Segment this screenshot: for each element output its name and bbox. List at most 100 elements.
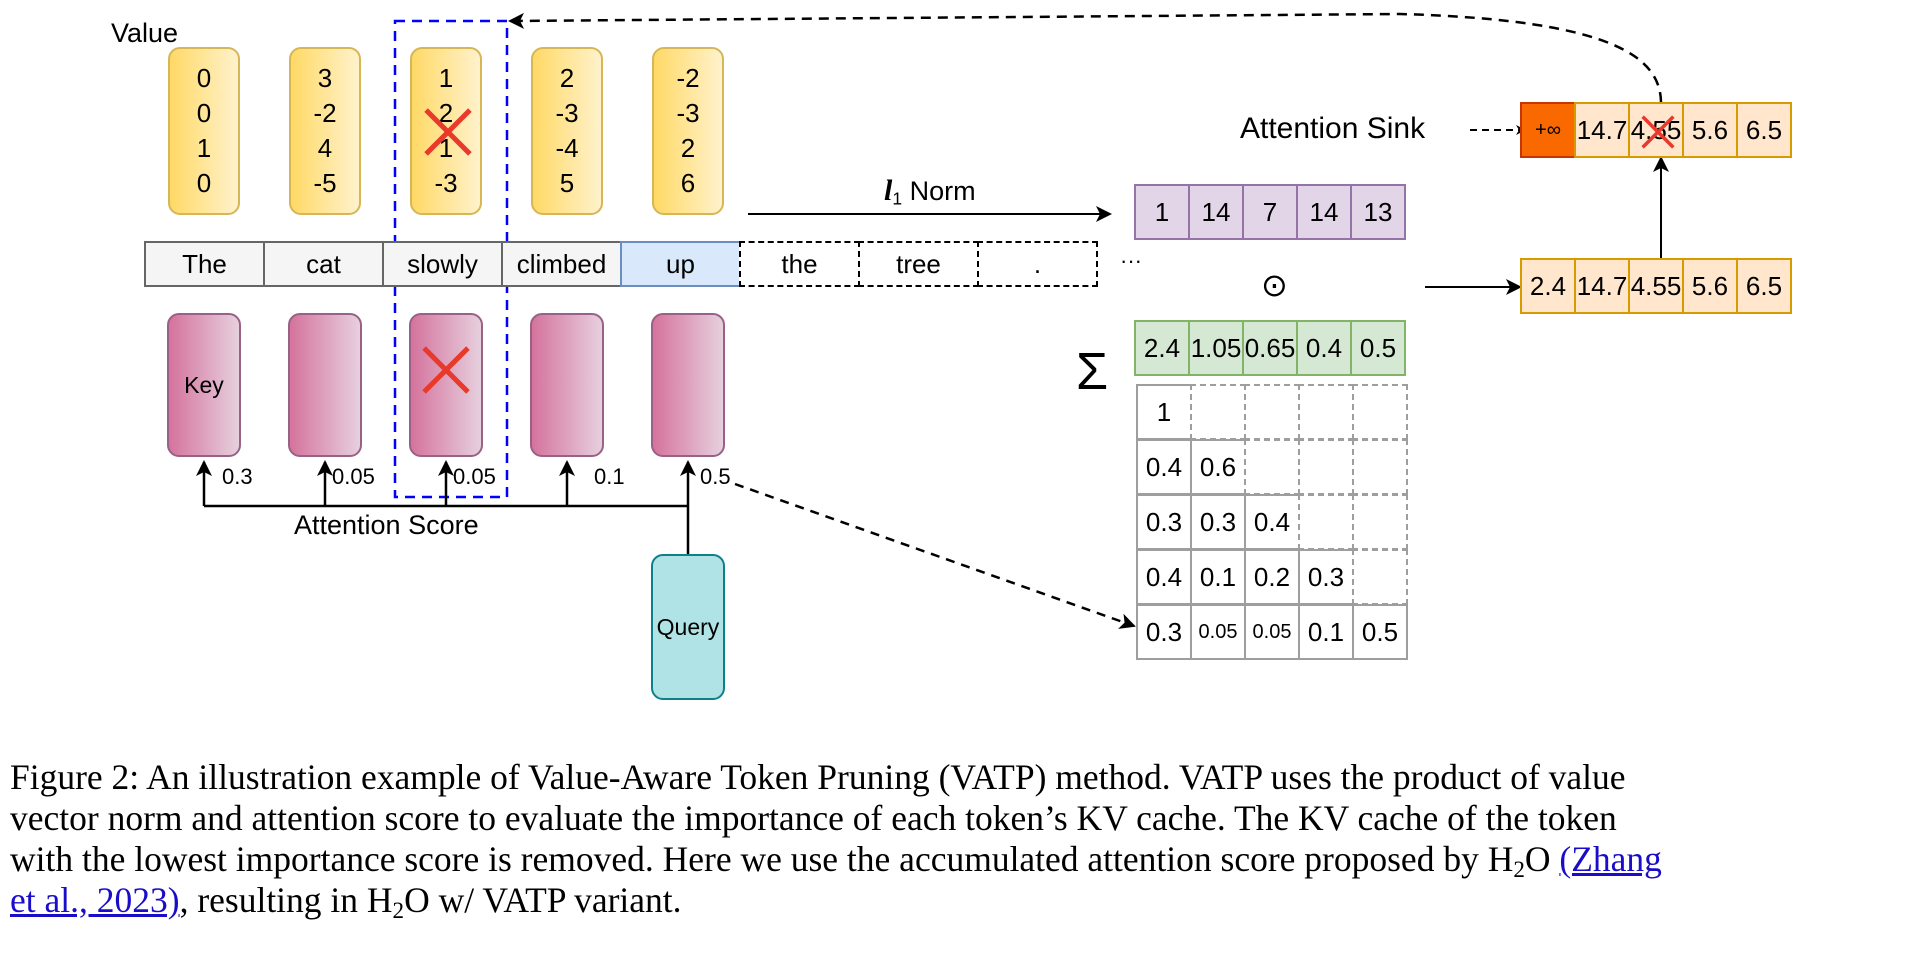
norm-cell: 13 <box>1350 184 1406 240</box>
cell-value: 2.4 <box>1143 332 1181 363</box>
sum-cell: 0.4 <box>1296 320 1352 376</box>
norm-cell: 1 <box>1134 184 1190 240</box>
token-future: tree <box>858 241 979 287</box>
matrix-cell-masked <box>1298 494 1354 550</box>
value-norm-row: 1 14 7 14 13 <box>1134 184 1406 240</box>
attention-score: 0.5 <box>700 464 731 489</box>
value-label: Value <box>111 18 179 48</box>
ellipsis: ··· <box>1120 248 1142 273</box>
cell-value: 0.5 <box>1359 332 1397 363</box>
hadamard-symbol: ⊙ <box>1261 267 1288 303</box>
matrix-cell: 0.5 <box>1352 604 1408 660</box>
matrix-cell: 0.4 <box>1244 494 1300 550</box>
token-past: climbed <box>501 241 622 287</box>
evict-feedback-arrow <box>508 12 1663 103</box>
cell-value: 4.55 <box>1630 270 1682 301</box>
caption-line-3: with the lowest importance score is remo… <box>10 839 1662 882</box>
value-entry: 2 <box>680 133 696 163</box>
query-label: Query <box>656 613 720 640</box>
value-entry: 5 <box>559 168 575 198</box>
cell-value: 1.05 <box>1190 332 1242 363</box>
key-vector: Key <box>167 313 241 457</box>
cell-value: 5.6 <box>1691 114 1729 145</box>
value-entry: -2 <box>676 63 700 93</box>
token-past: cat <box>263 241 384 287</box>
attention-score-label: Attention Score <box>294 510 479 540</box>
citation-link-continued[interactable]: et al., 2023) <box>10 880 180 920</box>
matrix-cell: 0.3 <box>1136 604 1192 660</box>
attention-score: 0.1 <box>594 464 625 489</box>
cell-value: 14 <box>1309 196 1339 227</box>
res-cell: +∞ <box>1520 102 1576 158</box>
key-vector <box>651 313 725 457</box>
matrix-cell: 0.1 <box>1190 549 1246 605</box>
value-entry: 0 <box>196 63 212 93</box>
cell-value: 6.5 <box>1745 114 1783 145</box>
token-past: slowly <box>382 241 503 287</box>
citation-link[interactable]: (Zhang <box>1559 839 1662 879</box>
matrix-cell: 0.3 <box>1190 494 1246 550</box>
matrix-cell-masked <box>1352 384 1408 440</box>
token-future: . <box>977 241 1098 287</box>
value-entry: 6 <box>680 168 696 198</box>
attention-sink-label: Attention Sink <box>1240 112 1426 145</box>
matrix-cell-masked <box>1244 384 1300 440</box>
cell-value: 13 <box>1363 196 1393 227</box>
matrix-cell: 0.6 <box>1190 439 1246 495</box>
value-entry: -2 <box>313 98 337 128</box>
value-entry: 0 <box>196 98 212 128</box>
matrix-cell: 0.3 <box>1136 494 1192 550</box>
res-cell: 4.55 <box>1628 102 1684 158</box>
key-vector <box>409 313 483 457</box>
sum-symbol: Σ <box>1076 343 1109 401</box>
sum-cell: 1.05 <box>1188 320 1244 376</box>
pruned-cross-icon <box>421 345 471 395</box>
token-past: The <box>144 241 265 287</box>
value-entry: -3 <box>434 168 458 198</box>
norm-cell: 7 <box>1242 184 1298 240</box>
value-vector: -2 -3 2 6 <box>652 47 724 215</box>
matrix-cell: 0.3 <box>1298 549 1354 605</box>
matrix-cell-masked <box>1244 439 1300 495</box>
matrix-cell: 1 <box>1136 384 1192 440</box>
caption-line-1: Figure 2: An illustration example of Val… <box>10 757 1626 797</box>
attention-score: 0.3 <box>222 464 253 489</box>
value-entry: -3 <box>676 98 700 128</box>
matrix-cell-masked <box>1352 439 1408 495</box>
matrix-cell-masked <box>1190 384 1246 440</box>
matrix-cell-masked <box>1352 494 1408 550</box>
caption-line-2: vector norm and attention score to evalu… <box>10 798 1617 838</box>
token-current: up <box>620 241 741 287</box>
value-entry: 2 <box>559 63 575 93</box>
cell-value: 14.7 <box>1576 270 1628 301</box>
l1-norm-label: l1 Norm <box>884 174 976 209</box>
value-entry: 1 <box>438 63 454 93</box>
key-vector <box>288 313 362 457</box>
attention-score: 0.05 <box>453 464 496 489</box>
matrix-cell-masked <box>1298 384 1354 440</box>
cell-value: 0.65 <box>1244 332 1296 363</box>
cell-value: 6.5 <box>1745 270 1783 301</box>
query-to-matrix-arrow <box>734 482 1136 629</box>
cell-value: 14 <box>1201 196 1231 227</box>
connectors-layer <box>196 12 1669 629</box>
value-entry: 1 <box>196 133 212 163</box>
value-entry: 3 <box>317 63 333 93</box>
res-cell: 4.55 <box>1628 258 1684 314</box>
key-label: Key <box>184 371 224 398</box>
res-cell: 6.5 <box>1736 102 1792 158</box>
matrix-cell-masked <box>1298 439 1354 495</box>
res-cell: 2.4 <box>1520 258 1576 314</box>
matrix-cell: 0.2 <box>1244 549 1300 605</box>
value-entry: 4 <box>317 133 333 163</box>
cell-value: 14.7 <box>1576 114 1628 145</box>
res-cell: 6.5 <box>1736 258 1792 314</box>
res-cell: 5.6 <box>1682 258 1738 314</box>
query-vector: Query <box>651 554 725 700</box>
cell-value: 1 <box>1154 196 1170 227</box>
